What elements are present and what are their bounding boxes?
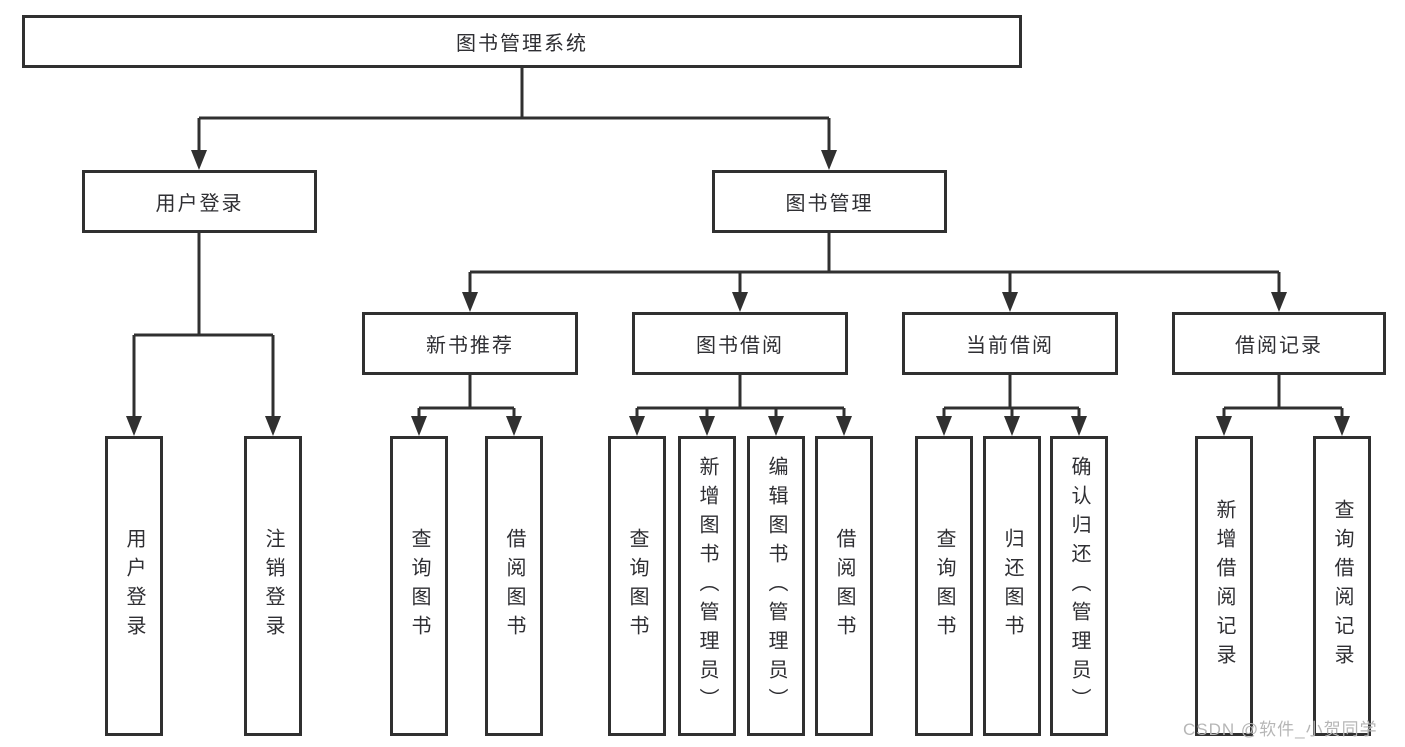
arrowhead-current-borrow: [1002, 292, 1018, 312]
arrowhead-leaf-cb-query: [936, 416, 952, 436]
leaf-nb-query: 查询图书: [390, 436, 448, 736]
arrowhead-leaf-nb-query: [411, 416, 427, 436]
arrowhead-leaf-bb-query: [629, 416, 645, 436]
csdn-watermark: CSDN @软件_小贺同学: [1183, 720, 1378, 739]
connector-bookmgmt-to-level2: [468, 233, 1281, 296]
leaf-cb-return-label: 归还图书: [1001, 528, 1023, 644]
leaf-nb-borrow: 借阅图书: [485, 436, 543, 736]
leaf-cb-return: 归还图书: [983, 436, 1041, 736]
leaf-bb-borrow-label: 借阅图书: [833, 528, 855, 644]
connector-currentborrow-to-leaves: [942, 375, 1081, 420]
arrowhead-leaf-bb-add: [699, 416, 715, 436]
leaf-br-add: 新增借阅记录: [1195, 436, 1253, 736]
leaf-cb-query: 查询图书: [915, 436, 973, 736]
leaf-bb-query: 查询图书: [608, 436, 666, 736]
connector-userlogin-to-leaves: [132, 233, 275, 420]
node-current-borrow-label: 当前借阅: [966, 335, 1054, 357]
leaf-bb-borrow: 借阅图书: [815, 436, 873, 736]
leaf-cb-confirm-label: 确认归还（管理员）: [1068, 455, 1090, 717]
leaf-bb-edit: 编辑图书（管理员）: [747, 436, 805, 736]
arrowhead-leaf-cb-confirm: [1071, 416, 1087, 436]
arrowhead-book-mgmt: [821, 150, 837, 170]
leaf-cb-query-label: 查询图书: [933, 528, 955, 644]
arrowhead-leaf-bb-borrow: [836, 416, 852, 436]
arrowhead-leaf-nb-borrow: [506, 416, 522, 436]
arrowhead-book-borrow: [732, 292, 748, 312]
leaf-nb-query-label: 查询图书: [408, 528, 430, 644]
leaf-cb-confirm: 确认归还（管理员）: [1050, 436, 1108, 736]
leaf-user-login: 用户登录: [105, 436, 163, 736]
node-new-book-rec-label: 新书推荐: [426, 335, 514, 357]
node-new-book-rec: 新书推荐: [362, 312, 578, 375]
node-book-mgmt: 图书管理: [712, 170, 947, 233]
leaf-bb-add-label: 新增图书（管理员）: [696, 455, 718, 717]
arrowhead-leaf-logout: [265, 416, 281, 436]
node-root: 图书管理系统: [22, 15, 1022, 68]
arrowhead-new-book-rec: [462, 292, 478, 312]
arrowhead-user-login: [191, 150, 207, 170]
node-borrow-records: 借阅记录: [1172, 312, 1386, 375]
node-book-borrow: 图书借阅: [632, 312, 848, 375]
leaf-user-login-label: 用户登录: [123, 528, 145, 644]
node-root-label: 图书管理系统: [456, 33, 588, 55]
node-book-borrow-label: 图书借阅: [696, 335, 784, 357]
arrowhead-leaf-br-add: [1216, 416, 1232, 436]
node-user-login-label: 用户登录: [155, 193, 244, 215]
arrowhead-leaf-user-login: [126, 416, 142, 436]
leaf-bb-add: 新增图书（管理员）: [678, 436, 736, 736]
leaf-br-add-label: 新增借阅记录: [1213, 499, 1235, 673]
leaf-logout: 注销登录: [244, 436, 302, 736]
arrowhead-leaf-cb-return: [1004, 416, 1020, 436]
leaf-bb-edit-label: 编辑图书（管理员）: [765, 455, 787, 717]
connector-bookborrow-to-leaves: [635, 375, 846, 420]
arrowhead-leaf-bb-edit: [768, 416, 784, 436]
arrowhead-borrow-records: [1271, 292, 1287, 312]
arrowhead-leaf-br-query: [1334, 416, 1350, 436]
leaf-logout-label: 注销登录: [262, 528, 284, 644]
connector-root-to-level1: [197, 68, 831, 154]
leaf-br-query-label: 查询借阅记录: [1331, 499, 1353, 673]
leaf-nb-borrow-label: 借阅图书: [503, 528, 525, 644]
connector-borrowrecords-to-leaves: [1222, 375, 1344, 420]
leaf-br-query: 查询借阅记录: [1313, 436, 1371, 736]
node-current-borrow: 当前借阅: [902, 312, 1118, 375]
node-borrow-records-label: 借阅记录: [1235, 335, 1323, 357]
connector-newbookrec-to-leaves: [417, 375, 516, 420]
leaf-bb-query-label: 查询图书: [626, 528, 648, 644]
node-user-login: 用户登录: [82, 170, 317, 233]
node-book-mgmt-label: 图书管理: [785, 193, 874, 215]
